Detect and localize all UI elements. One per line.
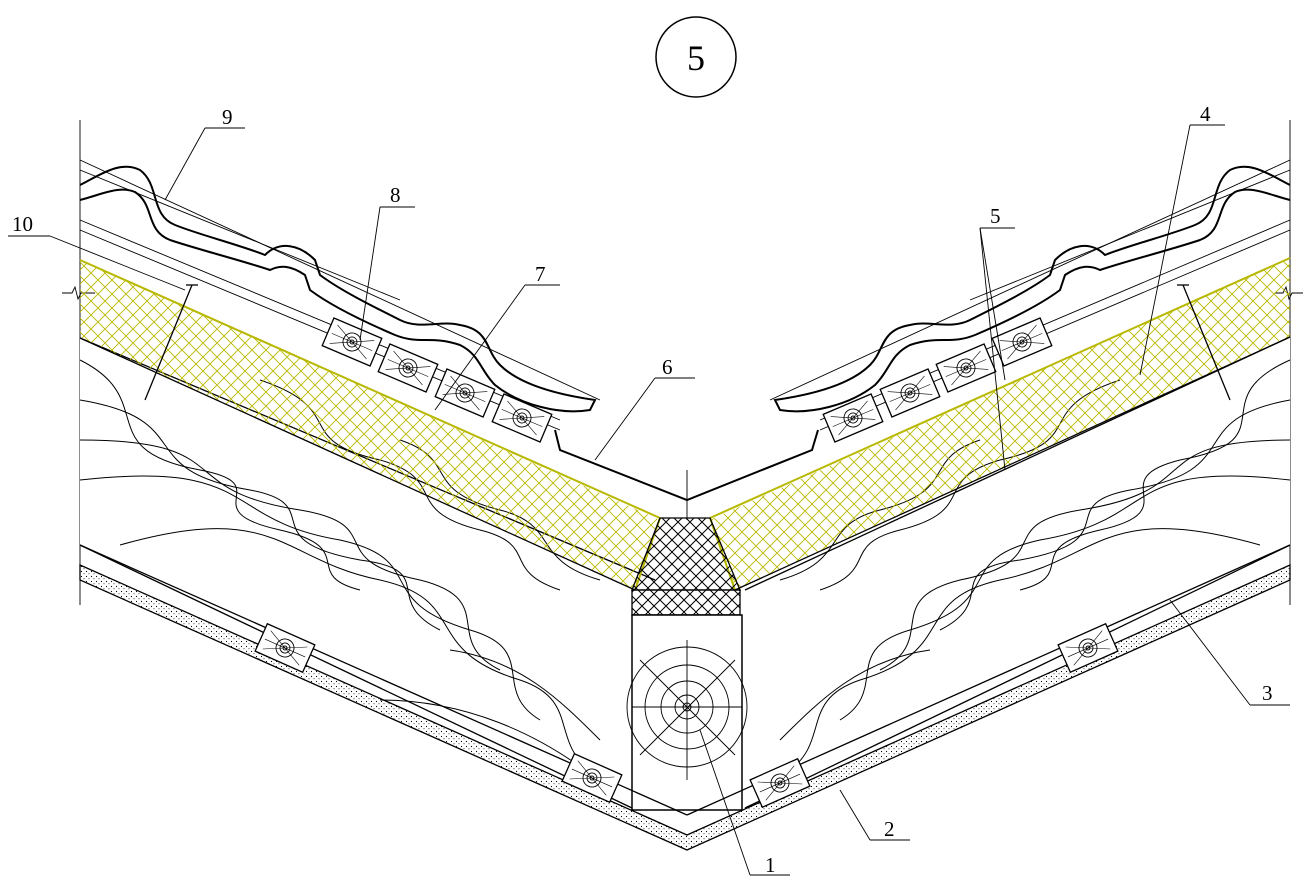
callout-10: 10 <box>8 212 186 291</box>
callout-8: 8 <box>359 183 415 341</box>
detail-marker: 5 <box>655 16 737 98</box>
callout-5: 5 <box>979 204 1015 471</box>
fixing-nails <box>144 284 1231 401</box>
label-3: 3 <box>1262 681 1273 705</box>
label-2: 2 <box>884 817 895 841</box>
callout-6: 6 <box>594 355 695 461</box>
label-7: 7 <box>535 262 546 286</box>
label-9: 9 <box>222 105 233 129</box>
callout-3: 3 <box>1169 599 1290 706</box>
valley-filler <box>631 517 741 616</box>
label-8: 8 <box>390 183 401 207</box>
valley-membrane <box>554 429 819 520</box>
valley-rafter <box>626 614 748 811</box>
callout-9: 9 <box>164 105 245 201</box>
callout-2: 2 <box>839 789 910 841</box>
label-5: 5 <box>990 204 1001 228</box>
ceiling-lining <box>79 544 1291 851</box>
right-rafter <box>744 336 1291 809</box>
label-1: 1 <box>765 853 776 877</box>
label-10: 10 <box>12 212 33 236</box>
callout-4: 4 <box>1139 102 1225 376</box>
label-4: 4 <box>1200 102 1211 126</box>
callout-1: 1 <box>699 729 790 877</box>
detail-number: 5 <box>687 38 705 78</box>
roof-tiles <box>79 159 1291 413</box>
label-6: 6 <box>662 355 673 379</box>
callout-7: 7 <box>434 262 560 411</box>
